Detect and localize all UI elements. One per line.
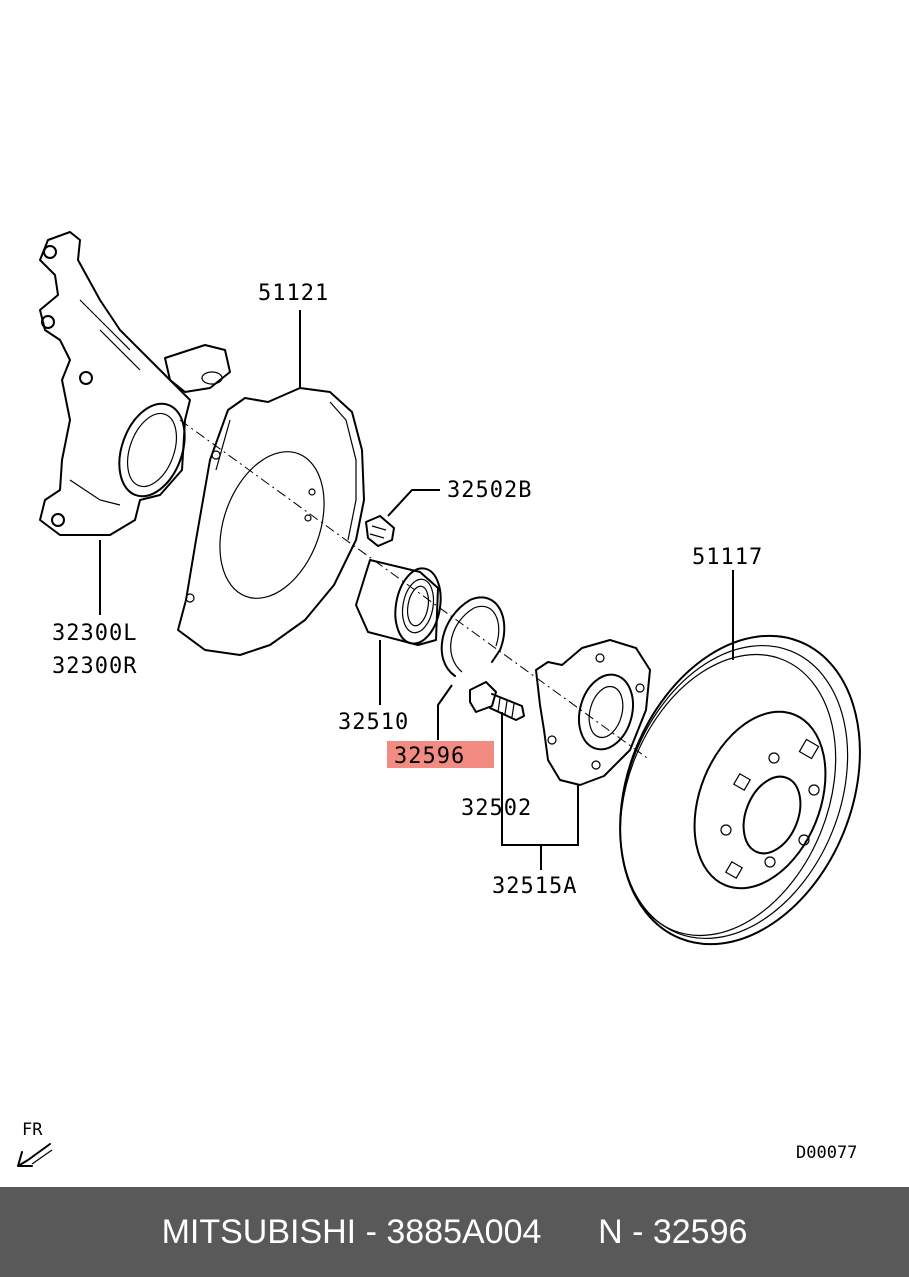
flange-bolt[interactable] — [365, 515, 395, 547]
label-51117[interactable]: 51117 — [692, 545, 763, 570]
axis-centerline — [179, 419, 651, 761]
footer-bar: MITSUBISHI - 3885A004 N - 32596 — [0, 1187, 909, 1277]
label-32502[interactable]: 32502 — [461, 796, 532, 821]
front-indicator-label: FR — [22, 1120, 43, 1140]
exploded-diagram: 51121 32502B 51117 32300L 32300R 32510 3… — [17, 231, 904, 1167]
footer-gap — [541, 1213, 598, 1252]
brake-disc[interactable] — [576, 600, 904, 981]
dust-shield[interactable] — [177, 387, 365, 656]
label-32502b[interactable]: 32502B — [447, 478, 532, 503]
footer-ref: N - 32596 — [598, 1212, 748, 1251]
footer-separator: - — [356, 1212, 387, 1251]
label-32510[interactable]: 32510 — [338, 710, 409, 735]
label-32596[interactable]: 32596 — [394, 744, 465, 769]
wheel-bearing[interactable] — [355, 559, 446, 647]
label-32300l[interactable]: 32300L — [52, 621, 137, 646]
snap-ring[interactable] — [440, 596, 506, 677]
front-arrow-icon — [17, 1143, 53, 1167]
leader-lines — [99, 310, 734, 870]
label-32300r[interactable]: 32300R — [52, 654, 137, 679]
footer-brand: MITSUBISHI — [161, 1212, 357, 1251]
label-51121[interactable]: 51121 — [258, 281, 329, 306]
label-32515a[interactable]: 32515A — [492, 874, 577, 899]
hub-flange[interactable] — [535, 639, 651, 786]
footer-part-number: 3885A004 — [386, 1212, 542, 1251]
diagram-code: D00077 — [796, 1143, 857, 1163]
highlight-box — [387, 741, 494, 768]
steering-knuckle[interactable] — [39, 231, 231, 536]
hub-bolt[interactable] — [469, 681, 525, 721]
